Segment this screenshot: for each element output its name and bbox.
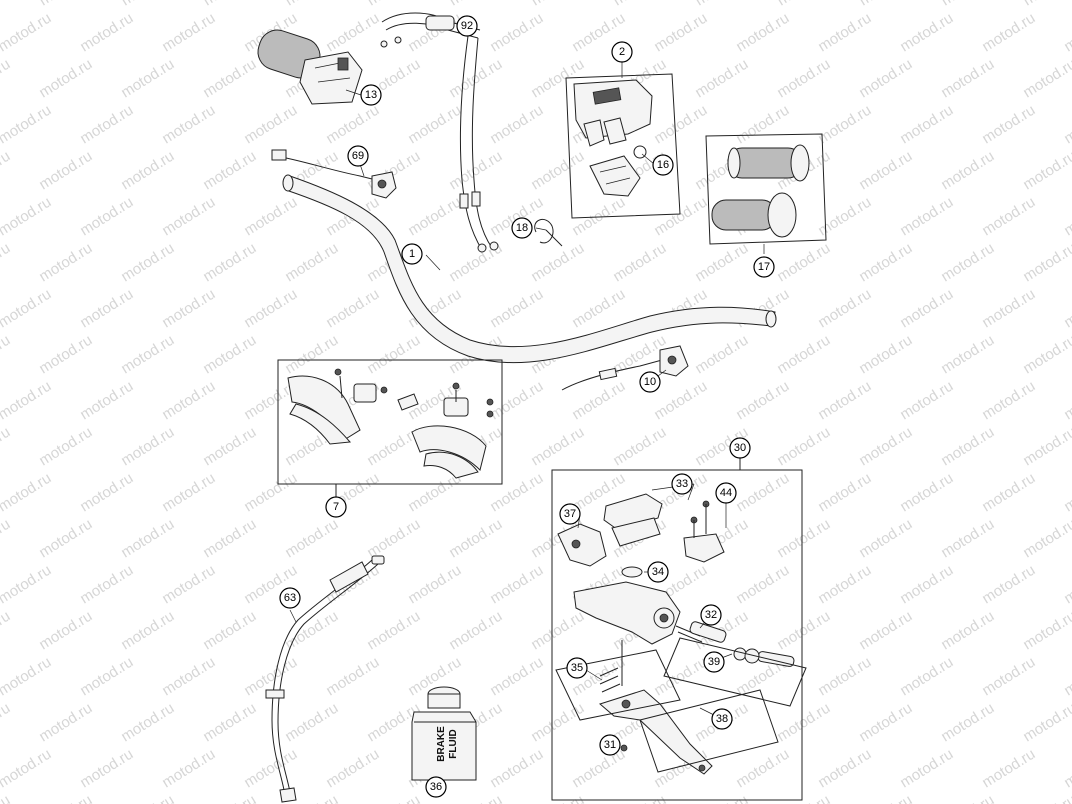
svg-text:18: 18 [516, 222, 528, 234]
bottle-label-line1: BRAKE [436, 726, 447, 762]
svg-text:13: 13 [365, 89, 377, 101]
callout-63: 63 [279, 587, 301, 609]
callout-markers: 92 2 13 69 16 18 1 17 10 30 33 44 7 37 3… [279, 15, 775, 798]
svg-text:38: 38 [716, 713, 728, 725]
callout-30: 30 [729, 437, 751, 459]
handguard-kit-group [277, 359, 503, 498]
svg-text:32: 32 [705, 609, 717, 621]
grip-set-group [705, 133, 827, 245]
svg-text:92: 92 [461, 20, 473, 32]
svg-text:63: 63 [284, 592, 296, 604]
svg-text:1: 1 [409, 248, 415, 260]
switch-right [561, 345, 689, 391]
switch-assembly-group [565, 73, 681, 219]
callout-31: 31 [599, 734, 621, 756]
callout-34: 34 [647, 561, 669, 583]
svg-text:44: 44 [720, 487, 732, 499]
svg-text:39: 39 [708, 656, 720, 668]
svg-text:35: 35 [571, 662, 583, 674]
brake-fluid-bottle: BRAKE FLUID [411, 686, 477, 781]
callout-13: 13 [360, 84, 382, 106]
cable-clamp [534, 218, 563, 247]
callout-38: 38 [711, 708, 733, 730]
callout-32: 32 [700, 604, 722, 626]
svg-text:69: 69 [352, 150, 364, 162]
callout-33: 33 [671, 473, 693, 495]
callout-7: 7 [325, 496, 347, 518]
svg-text:31: 31 [604, 739, 616, 751]
callout-44: 44 [715, 482, 737, 504]
callout-92: 92 [456, 15, 478, 37]
svg-text:17: 17 [758, 261, 770, 273]
callout-10: 10 [639, 371, 661, 393]
kill-switch-left [271, 149, 397, 199]
svg-text:10: 10 [644, 376, 656, 388]
callout-18: 18 [511, 217, 533, 239]
callout-36: 36 [425, 776, 447, 798]
handlebar [282, 174, 777, 364]
svg-text:34: 34 [652, 566, 664, 578]
callout-37: 37 [559, 503, 581, 525]
svg-text:2: 2 [619, 46, 625, 58]
brake-master-cylinder-group [551, 456, 807, 801]
throttle-cables [380, 12, 499, 253]
callout-35: 35 [566, 657, 588, 679]
callout-2: 2 [611, 41, 633, 63]
bottle-label-line2: FLUID [448, 729, 459, 758]
clutch-cable [265, 555, 385, 803]
svg-text:33: 33 [676, 478, 688, 490]
callout-69: 69 [347, 145, 369, 167]
svg-text:7: 7 [333, 501, 339, 513]
callout-1: 1 [401, 243, 423, 265]
svg-text:36: 36 [430, 781, 442, 793]
callout-16: 16 [652, 154, 674, 176]
svg-text:37: 37 [564, 508, 576, 520]
throttle-grip [257, 29, 363, 105]
callout-17: 17 [753, 256, 775, 278]
callout-39: 39 [703, 651, 725, 673]
svg-text:16: 16 [657, 159, 669, 171]
svg-text:30: 30 [734, 442, 746, 454]
